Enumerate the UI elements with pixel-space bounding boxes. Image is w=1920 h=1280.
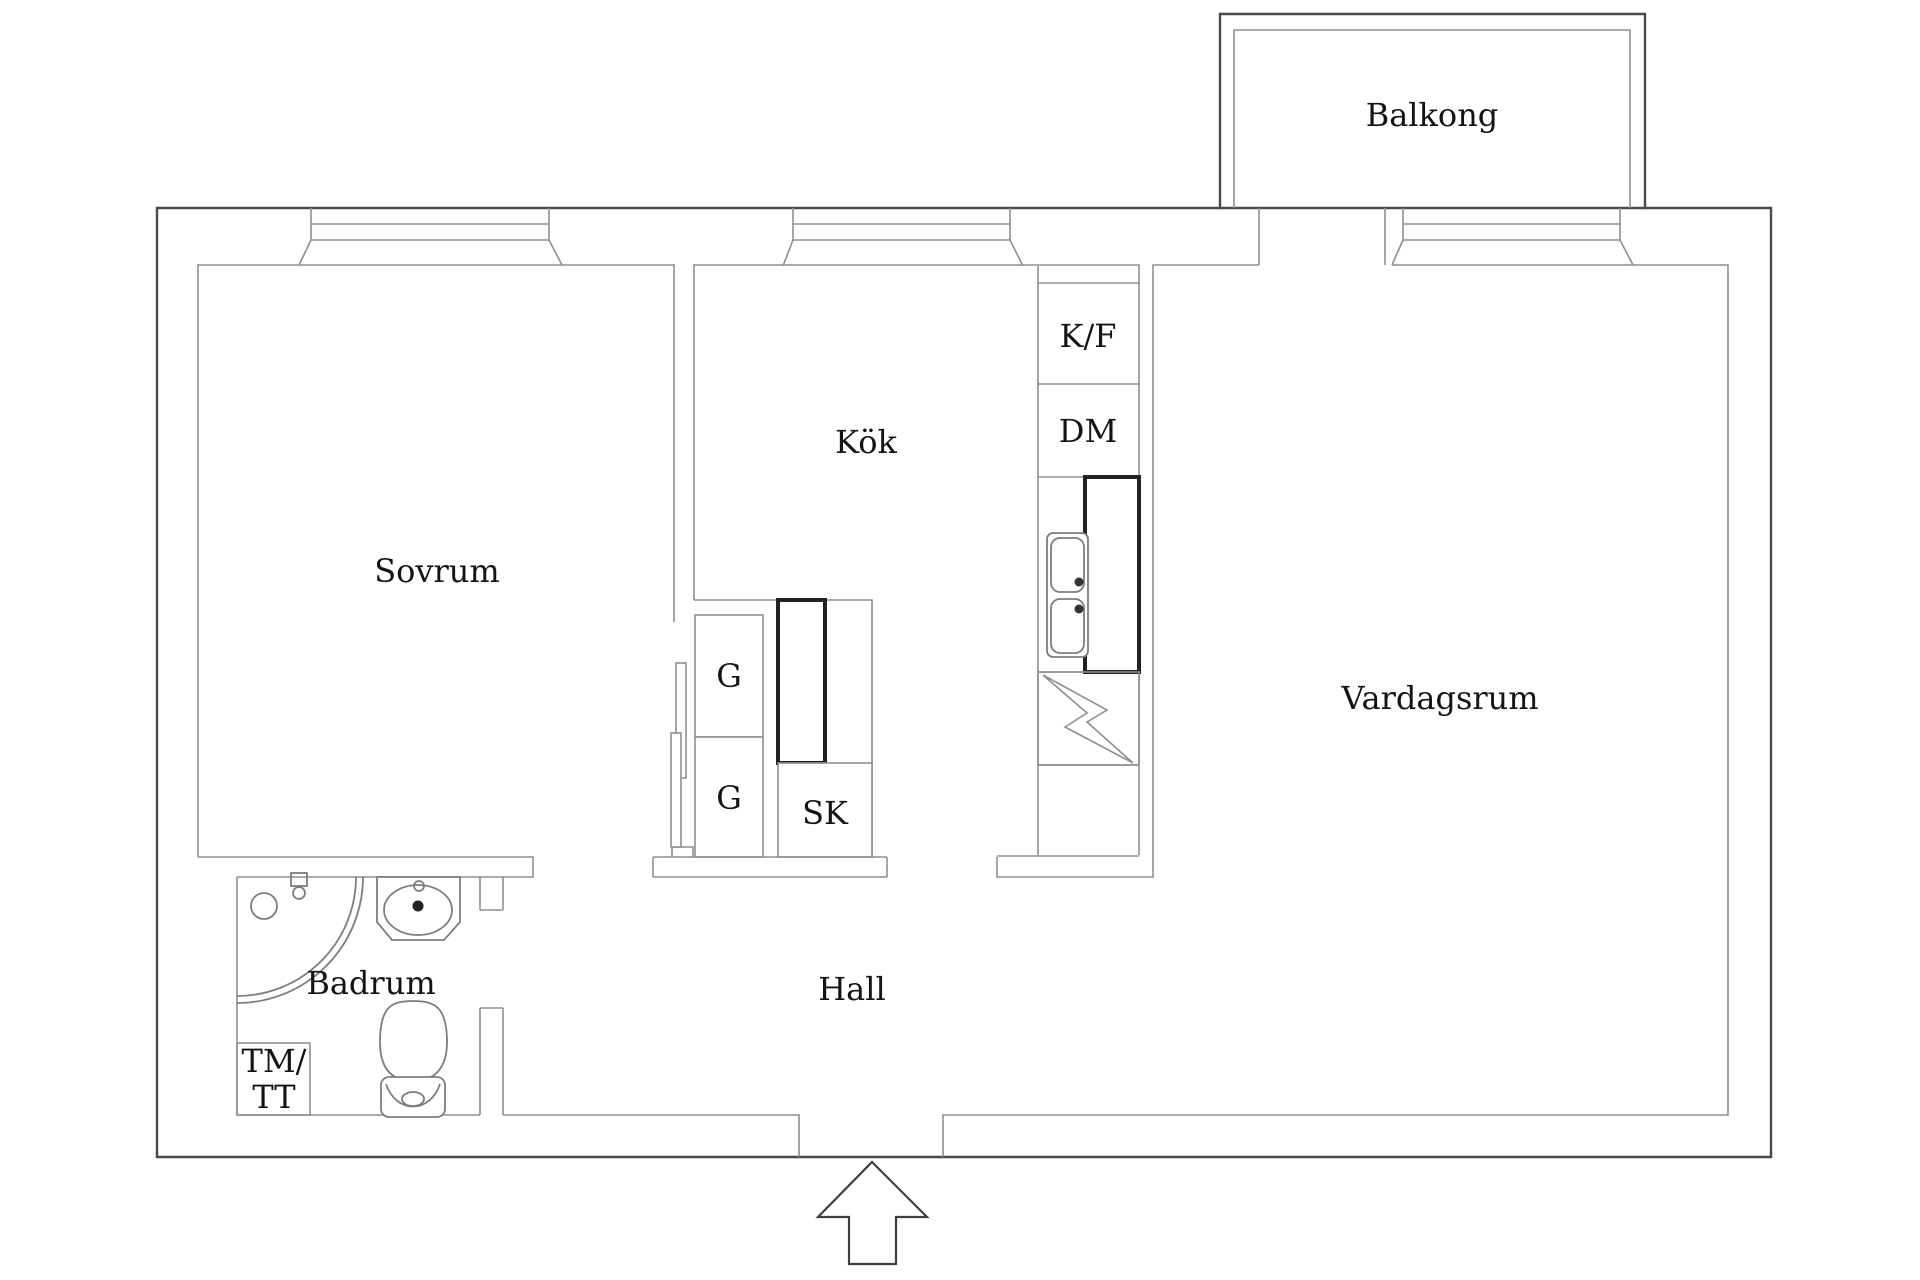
- vardagsrum-window: [1391, 208, 1634, 266]
- wardrobe-box-2: [694, 736, 764, 858]
- basin-tap-dot: [412, 900, 424, 912]
- kitchen-double-sink-icon: [1046, 532, 1089, 658]
- washbasin-icon: [376, 876, 461, 941]
- room-label-vardagsrum: Vardagsrum: [1340, 679, 1538, 717]
- sink-basin: [1050, 598, 1085, 654]
- shower-curtain-arc: [236, 876, 357, 997]
- sink-outline: [1046, 532, 1089, 658]
- tap-dot: [1074, 604, 1084, 614]
- room-label-sovrum: Sovrum: [374, 552, 500, 590]
- counter-cabinet: [1083, 475, 1141, 674]
- sovrum-walls: [197, 264, 675, 857]
- shower-mixer: [290, 872, 308, 887]
- balcony-door-icon: [1258, 208, 1386, 265]
- toilet-bowl: [379, 1000, 448, 1082]
- sovrum-window: [298, 208, 563, 266]
- sink-basin: [1050, 537, 1085, 593]
- hall-floor-edge: [503, 1114, 800, 1157]
- basin-tap: [413, 880, 425, 892]
- shower-drain: [250, 892, 278, 920]
- toilet-icon: [379, 1000, 448, 1118]
- outer-walls: [155, 12, 1773, 1159]
- shower-corner-icon: [236, 872, 364, 1004]
- unit-label-wardrobe-2: G: [716, 779, 742, 817]
- room-hall: [503, 1114, 800, 1157]
- cleaning-closet-box: [777, 762, 873, 858]
- room-vardagsrum: [942, 264, 1729, 1157]
- kok-hall-wall: [996, 264, 1259, 878]
- room-sovrum: [197, 264, 694, 878]
- door-leaf: [670, 732, 682, 848]
- window-icon: [782, 208, 1024, 267]
- labels: Balkong Sovrum Kök Vardagsrum Hall Badru…: [242, 96, 1539, 1116]
- label-washer-dryer-line1: TM/: [242, 1042, 307, 1080]
- basin-bowl: [383, 884, 453, 936]
- unit-label-cleaning-closet: SK: [802, 794, 849, 832]
- stove-lightning-icon: [1037, 671, 1140, 766]
- room-kok: [652, 264, 1259, 878]
- washer-dryer-box: [236, 1042, 311, 1116]
- room-badrum: [236, 872, 504, 1118]
- toilet-tank: [380, 1076, 446, 1118]
- label-washer-dryer-line2: TT: [252, 1078, 296, 1116]
- unit-label-fridge-freezer: K/F: [1060, 317, 1117, 355]
- shower-knob: [292, 886, 306, 900]
- stove-box: [1037, 671, 1140, 766]
- room-label-balkong: Balkong: [1366, 96, 1499, 134]
- unit-label-dishwasher: DM: [1059, 412, 1117, 450]
- room-label-badrum: Badrum: [306, 964, 435, 1002]
- entrance-arrow-icon: [815, 1160, 930, 1266]
- tall-cabinet: [776, 598, 827, 765]
- shower-curtain-arc: [236, 876, 364, 1004]
- vardagsrum-walls: [942, 264, 1729, 1157]
- room-label-kok: Kök: [835, 423, 897, 461]
- wardrobe-box-1: [694, 614, 764, 738]
- kok-window: [782, 208, 1024, 267]
- door-notch: [671, 846, 694, 857]
- sovrum-bottom-wall: [198, 856, 534, 878]
- window-icon: [298, 208, 563, 266]
- toilet-handle: [401, 1091, 425, 1107]
- lightning-bolt: [1042, 674, 1134, 764]
- kok-bottom-wall: [652, 856, 888, 878]
- tap-dot: [1074, 577, 1084, 587]
- unit-label-wardrobe-1: G: [716, 657, 742, 695]
- room-label-hall: Hall: [818, 970, 885, 1008]
- balcony-railing: [1233, 29, 1631, 208]
- window-icon: [1391, 208, 1634, 266]
